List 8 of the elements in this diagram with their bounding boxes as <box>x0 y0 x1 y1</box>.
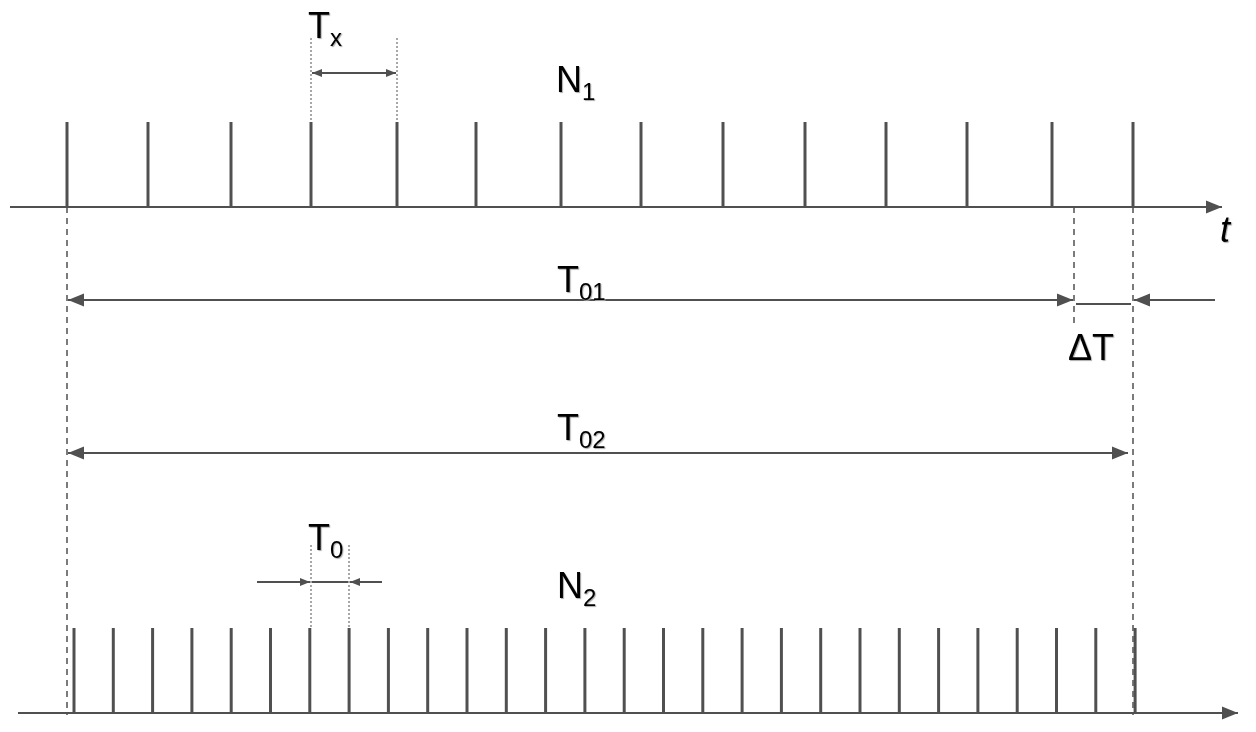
dimension-label: T$_{x}$ <box>308 8 342 50</box>
axis-label: t <box>1220 212 1230 248</box>
dimension-label: T$_{02}$ <box>557 410 606 452</box>
signal-label: N$_{1}$ <box>556 62 596 104</box>
dimension-label: ΔT <box>1068 330 1115 366</box>
dimension-label: T$_{01}$ <box>557 262 606 304</box>
dimension-label: T$_{0}$ <box>308 520 344 562</box>
signal-label: N$_{2}$ <box>557 568 597 610</box>
